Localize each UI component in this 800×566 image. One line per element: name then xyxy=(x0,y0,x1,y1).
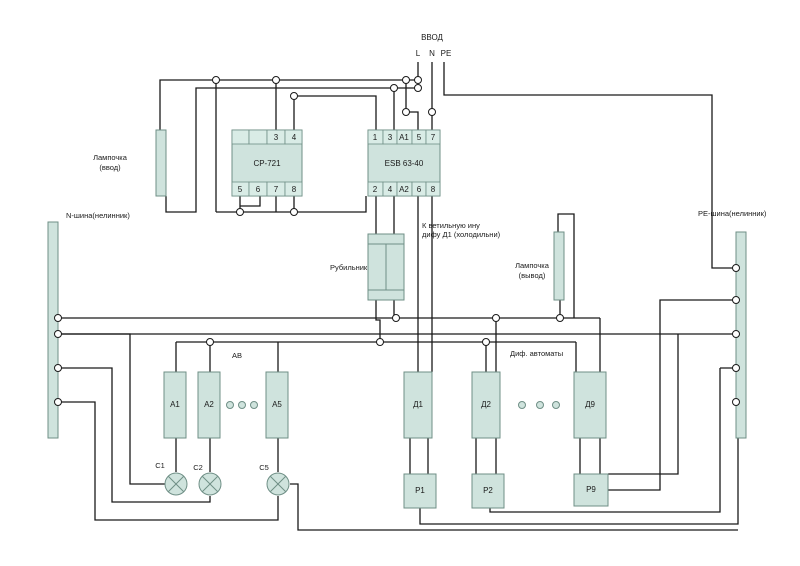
svg-text:C5: C5 xyxy=(259,463,269,472)
dif-d9: Д9 xyxy=(573,371,607,439)
svg-text:C2: C2 xyxy=(193,463,203,472)
lamp-out xyxy=(553,231,565,301)
svg-text:P9: P9 xyxy=(586,485,596,494)
svg-text:Д2: Д2 xyxy=(481,400,491,409)
breaker-a2: A2 xyxy=(197,371,221,439)
meter-name: ESB 63-40 xyxy=(385,159,424,168)
breaker-a5: A5 xyxy=(265,371,289,439)
svg-text:8: 8 xyxy=(292,185,297,194)
svg-text:6: 6 xyxy=(417,185,422,194)
lamp-c1: C1 xyxy=(155,461,188,496)
n-bus-label: N-шина(нелинник) xyxy=(66,211,130,220)
svg-text:3: 3 xyxy=(388,133,393,142)
ellipsis-ab xyxy=(226,401,258,409)
pe-bus-label: PE-шина(нелинник) xyxy=(698,209,767,218)
switch-label: Рубильник xyxy=(330,263,368,272)
ellipsis-dif xyxy=(518,401,560,409)
breaker-a1: A1 xyxy=(163,371,187,439)
svg-text:5: 5 xyxy=(417,133,422,142)
lamp-c5: C5 xyxy=(259,463,290,496)
svg-text:1: 1 xyxy=(373,133,378,142)
svg-text:P2: P2 xyxy=(483,486,493,495)
dif-d2: Д2 xyxy=(471,371,501,439)
input-l: L xyxy=(416,49,421,58)
switch-rubilnik xyxy=(367,233,405,301)
svg-text:6: 6 xyxy=(256,185,261,194)
svg-text:5: 5 xyxy=(238,185,243,194)
svg-text:3: 3 xyxy=(274,133,279,142)
svg-text:A2: A2 xyxy=(399,185,409,194)
svg-text:C1: C1 xyxy=(155,461,165,470)
svg-text:4: 4 xyxy=(292,133,297,142)
svg-text:A2: A2 xyxy=(204,400,214,409)
svg-text:A1: A1 xyxy=(399,133,409,142)
svg-text:P1: P1 xyxy=(415,486,425,495)
input-n: N xyxy=(429,49,435,58)
ab-label: АВ xyxy=(232,351,242,360)
dif-label: Диф. автоматы xyxy=(510,349,563,358)
junction-nodes xyxy=(206,76,564,346)
lamp-in xyxy=(155,129,167,197)
svg-text:Д9: Д9 xyxy=(585,400,595,409)
relay-p9: P9 xyxy=(573,473,609,507)
svg-text:A1: A1 xyxy=(170,400,180,409)
lamp-in-label: Лампочка(ввод) xyxy=(93,153,128,172)
relay-p1: P1 xyxy=(403,473,437,509)
lamp-c2: C2 xyxy=(193,463,222,496)
svg-text:2: 2 xyxy=(373,185,378,194)
relay-cp721: 3 4 5 6 7 8 CP-721 xyxy=(231,129,303,197)
svg-text:Д1: Д1 xyxy=(413,400,423,409)
input-title: ВВОД xyxy=(421,33,443,42)
pe-bus-nodes xyxy=(732,264,740,406)
lamp-out-label: Лампочка(вывод) xyxy=(515,261,550,280)
svg-text:7: 7 xyxy=(431,133,436,142)
n-bus-nodes xyxy=(54,314,62,406)
svg-text:4: 4 xyxy=(388,185,393,194)
relay-p2: P2 xyxy=(471,473,505,509)
svg-text:8: 8 xyxy=(431,185,436,194)
relay-name: CP-721 xyxy=(253,159,281,168)
svg-text:7: 7 xyxy=(274,185,279,194)
input-pe: PE xyxy=(441,49,452,58)
dif-d1: Д1 xyxy=(403,371,433,439)
meter-esb: 1 3 A1 5 7 2 4 A2 6 8 ESB 63-40 xyxy=(367,129,441,197)
svg-text:A5: A5 xyxy=(272,400,282,409)
